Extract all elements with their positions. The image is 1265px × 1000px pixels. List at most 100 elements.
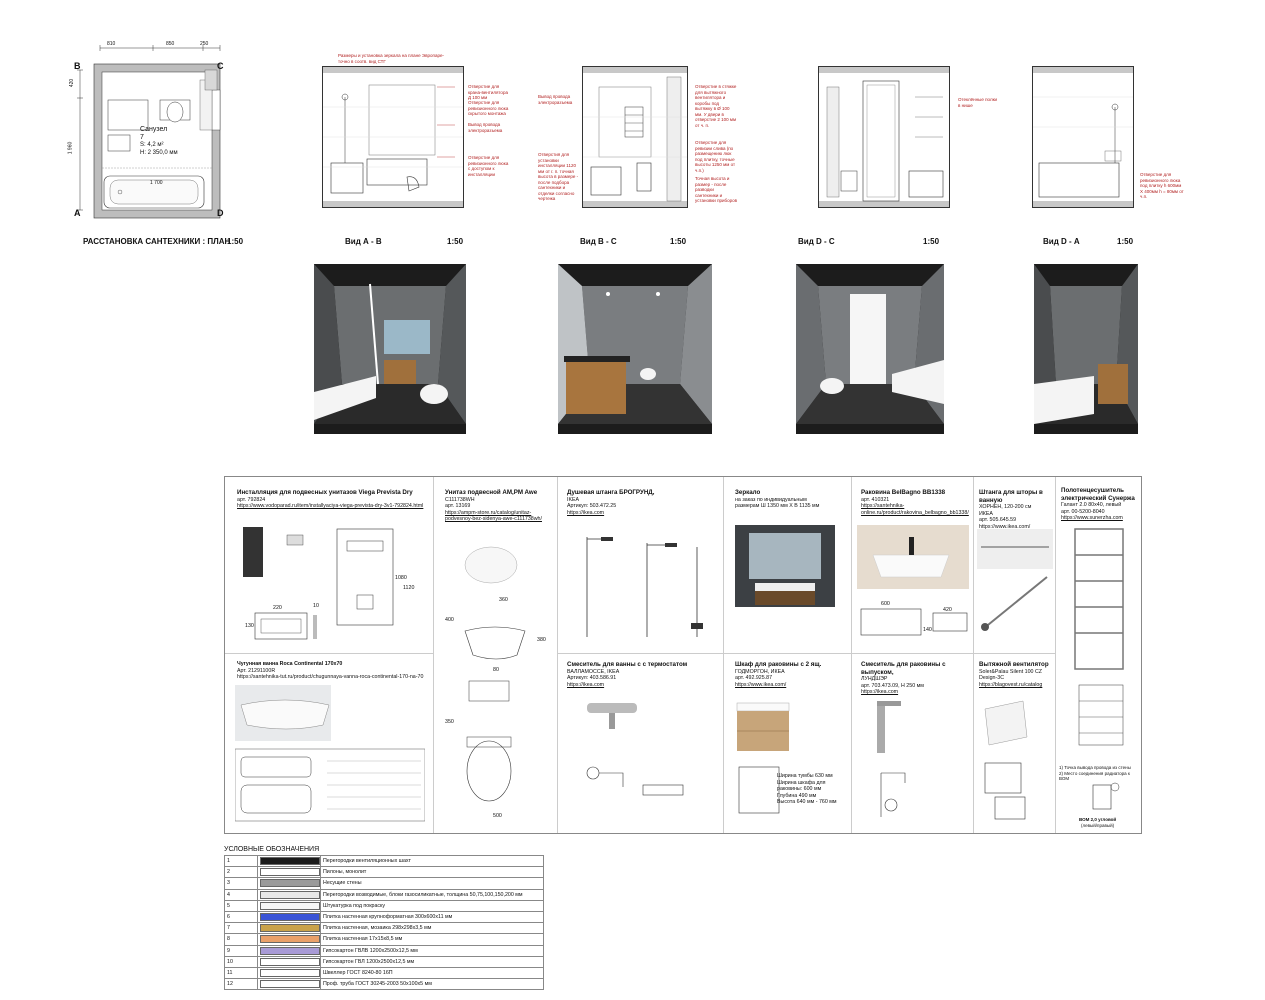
catalog-curtain-rod: Штанга для шторы в ванную ХОРНЕН, 120-20… xyxy=(973,477,1056,654)
sink-mixer-link[interactable]: https://ikea.com xyxy=(861,689,899,696)
legend-row: 9 Гипсокартон ГВЛВ 1200х2500х12,5 мм xyxy=(224,944,544,957)
curtain-rod-title: Штанга для шторы в ванную xyxy=(979,489,1043,504)
mirror-line2: размерам Ш 1350 мм Х В 1135 мм xyxy=(735,503,820,510)
curtain-rod-link[interactable]: https://www.ikea.com/ xyxy=(979,523,1031,530)
legend-row-swatch-cell xyxy=(257,966,321,980)
towel-dryer-model: Галант 2.0 80х40, левый xyxy=(1061,502,1122,508)
elevation-dc-svg xyxy=(819,67,949,207)
toilet-dim-400: 400 xyxy=(445,617,454,623)
fan-link[interactable]: https://blagovest.ru/catalog xyxy=(979,681,1043,688)
legend-row-swatch-cell xyxy=(257,978,321,991)
shower-art: Артикул: 503.472.25 xyxy=(567,503,617,510)
shower-drawing xyxy=(586,537,703,637)
catalog-fan: Вытяжной вентилятор Soler&Palau Silent 1… xyxy=(973,653,1056,833)
view-bc-scale: 1:50 xyxy=(670,237,687,246)
view-da-scale: 1:50 xyxy=(1117,237,1134,246)
cabinet-link[interactable]: https://www.ikea.com/ xyxy=(735,681,787,688)
toilet-dim-380: 380 xyxy=(537,637,546,643)
installation-dim-130: 130 xyxy=(245,623,254,629)
towel-dryer-link[interactable]: https://www.sunerzha.com xyxy=(1061,515,1123,522)
bath-dim: 1 700 xyxy=(150,180,163,186)
mirror-title: Зеркало xyxy=(735,489,761,496)
legend-swatch xyxy=(260,913,320,922)
toilet-dim-500: 500 xyxy=(493,813,502,819)
bath-mixer-drawing xyxy=(586,703,684,796)
legend-swatch xyxy=(260,935,320,944)
legend-row-swatch-cell xyxy=(257,955,321,968)
sink-art: арт. 410321 xyxy=(861,496,890,503)
elevation-view-dc xyxy=(818,66,950,208)
legend-swatch xyxy=(260,890,320,899)
legend-swatch xyxy=(260,957,320,966)
legend-row-number: 11 xyxy=(224,966,258,980)
catalog-bath-mixer: Смеситель для ванны с с термостатом ВАЛЛ… xyxy=(557,653,724,833)
corner-label-b: B xyxy=(74,61,81,71)
sink-dim-600: 600 xyxy=(881,601,890,607)
towel-dryer-drawing xyxy=(1074,528,1124,810)
fan-drawing xyxy=(984,700,1028,820)
room-height: H: 2 350,0 мм xyxy=(140,150,178,156)
legend-swatch xyxy=(260,868,320,877)
toilet-dim-350: 350 xyxy=(445,719,454,725)
curtain-rod-drawing xyxy=(977,529,1053,631)
plan-dim-850: 850 xyxy=(166,41,175,47)
bath-mixer-art: Артикул: 403.586.91 xyxy=(567,675,617,682)
legend-row-text: Гипсокартон ГВЛВ 1200х2500х12,5 мм xyxy=(320,944,544,957)
legend-row-swatch-cell xyxy=(257,899,321,912)
bath-title: Чугунная ванна Roca Continental 170x70 xyxy=(237,661,343,667)
legend-swatch xyxy=(260,980,320,989)
view-ab-note-1: Отверстие для крана-вентилятора Д 100 мм xyxy=(468,84,508,100)
toilet-art: арт. 13169 xyxy=(445,503,471,510)
shower-brand: IKEA xyxy=(567,496,580,503)
legend-row-number: 2 xyxy=(224,866,258,879)
toilet-link[interactable]: https://ampm-store.ru/catalog/unitaz-pod… xyxy=(445,509,542,523)
bath-mixer-link[interactable]: https://ikea.com xyxy=(567,681,605,688)
plan-svg xyxy=(77,45,221,219)
installation-dim-1080: 1080 xyxy=(395,575,407,581)
catalog-mirror: Зеркало на заказ по индивидуальным разме… xyxy=(723,477,852,654)
render-view-bc xyxy=(558,264,712,434)
shower-title: Душевая штанга БРОГРУНД, xyxy=(567,489,655,496)
sink-link[interactable]: https://santehnika-online.ru/product/rak… xyxy=(861,503,969,516)
elevation-ab-svg xyxy=(323,67,463,207)
legend-row-number: 9 xyxy=(224,944,258,957)
plan-scale: 1:50 xyxy=(227,237,244,246)
view-dc-title: Вид D - C xyxy=(798,237,835,246)
legend-row-text: Плитка настенная 17х15х8,5 мм xyxy=(320,933,544,946)
legend-row-number: 4 xyxy=(224,888,258,901)
sink-dim-420: 420 xyxy=(943,607,952,613)
plan-dim-1960: 1 960 xyxy=(67,141,74,155)
shower-link[interactable]: https://ikea.com xyxy=(567,509,605,516)
towel-dryer-note-2: 2) Место соединения радиатора к ВОМ xyxy=(1059,770,1130,782)
legend-row-swatch-cell xyxy=(257,866,321,879)
legend-swatch xyxy=(260,946,320,955)
mirror-photo xyxy=(735,525,835,607)
bath-link[interactable]: https://santehnika-tut.ru/product/chugun… xyxy=(237,674,424,681)
legend-row-number: 3 xyxy=(224,877,258,890)
view-ab-note-4: Отверстие для ревизионного люка с доступ… xyxy=(468,155,509,177)
legend-row-swatch-cell xyxy=(257,944,321,957)
view-bc-note-2: Отверстия для установки инсталляции 1120… xyxy=(538,152,579,201)
curtain-rod-art: арт. 505.645.59 xyxy=(979,517,1017,524)
fan-model: Design-3C xyxy=(979,675,1005,682)
render-dc-svg xyxy=(796,264,944,434)
elevation-view-bc xyxy=(582,66,688,208)
installation-link[interactable]: https://www.vodoparad.ru/item/installyac… xyxy=(237,503,424,510)
legend-row-text: Пилоны, монолит xyxy=(320,866,544,879)
legend-row-swatch-cell xyxy=(257,877,321,890)
legend-row: 2 Пилоны, монолит xyxy=(224,866,544,879)
catalog-cabinet: Шкаф для раковины с 2 ящ. ГОДМОРГОН, ИКЕ… xyxy=(723,653,852,833)
view-dc-scale: 1:50 xyxy=(923,237,940,246)
legend-row-text: Проф. труба ГОСТ 30245-2003 50х100х5 мм xyxy=(320,978,544,991)
legend-row-text: Плитка настенная, мозаика 298х298х3,5 мм xyxy=(320,922,544,935)
view-dc-note: Отеклённые полки в нише xyxy=(958,97,998,108)
legend-row-text: Несущие стены xyxy=(320,877,544,890)
legend-row-number: 10 xyxy=(224,955,258,968)
room-name: Санузел xyxy=(140,126,168,133)
